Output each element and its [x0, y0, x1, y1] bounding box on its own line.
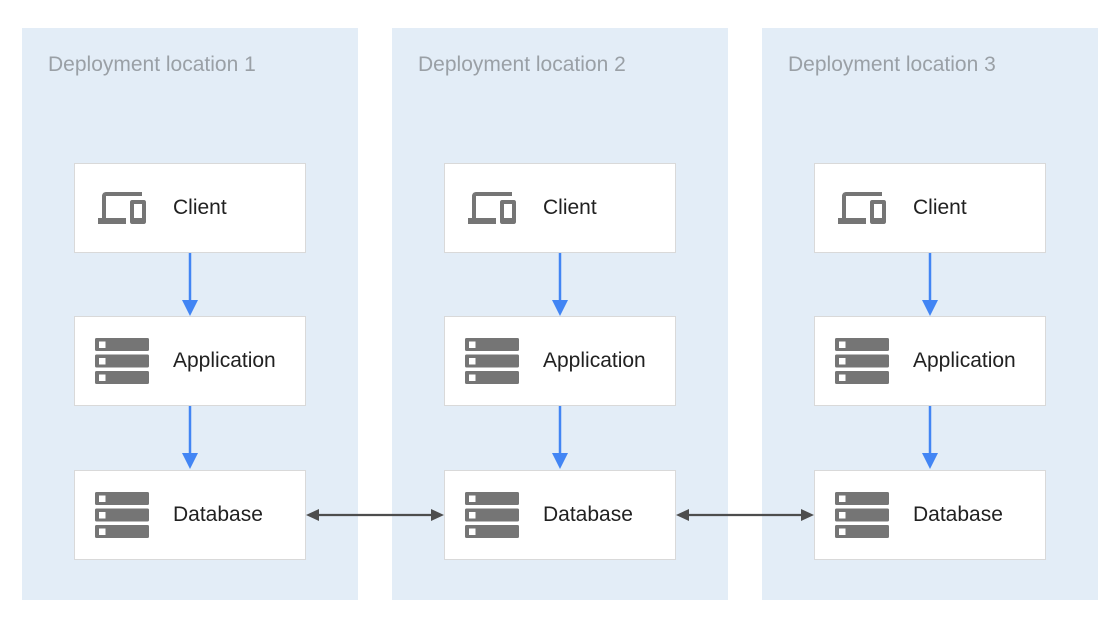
devices-icon — [93, 184, 151, 232]
node-label: Database — [543, 503, 633, 526]
application-to-database-arrow — [182, 406, 198, 469]
database-node: Database — [74, 470, 306, 560]
deployment-location-3-panel: Deployment location 3 Client — [762, 28, 1098, 600]
server-stack-icon — [93, 338, 151, 384]
devices-icon — [463, 184, 521, 232]
client-to-application-arrow — [922, 253, 938, 316]
application-node: Application — [444, 316, 676, 406]
client-node: Client — [74, 163, 306, 253]
deployment-location-2-panel: Deployment location 2 Client — [392, 28, 728, 600]
database-sync-arrow-2-3 — [676, 509, 814, 521]
server-stack-icon — [833, 492, 891, 538]
application-to-database-arrow — [552, 406, 568, 469]
database-node: Database — [814, 470, 1046, 560]
devices-icon — [833, 184, 891, 232]
server-stack-icon — [93, 492, 151, 538]
server-stack-icon — [463, 492, 521, 538]
node-label: Application — [913, 349, 1016, 372]
node-label: Client — [913, 196, 967, 219]
client-node: Client — [444, 163, 676, 253]
node-label: Application — [173, 349, 276, 372]
database-node: Database — [444, 470, 676, 560]
server-stack-icon — [463, 338, 521, 384]
database-sync-arrow-1-2 — [306, 509, 444, 521]
node-label: Database — [913, 503, 1003, 526]
client-node: Client — [814, 163, 1046, 253]
deployment-location-1-panel: Deployment location 1 Client — [22, 28, 358, 600]
client-to-application-arrow — [552, 253, 568, 316]
client-to-application-arrow — [182, 253, 198, 316]
node-label: Client — [173, 196, 227, 219]
node-label: Client — [543, 196, 597, 219]
application-node: Application — [74, 316, 306, 406]
panel-title: Deployment location 3 — [788, 53, 996, 76]
panel-title: Deployment location 2 — [418, 53, 626, 76]
node-label: Database — [173, 503, 263, 526]
node-label: Application — [543, 349, 646, 372]
server-stack-icon — [833, 338, 891, 384]
application-node: Application — [814, 316, 1046, 406]
panel-title: Deployment location 1 — [48, 53, 256, 76]
application-to-database-arrow — [922, 406, 938, 469]
